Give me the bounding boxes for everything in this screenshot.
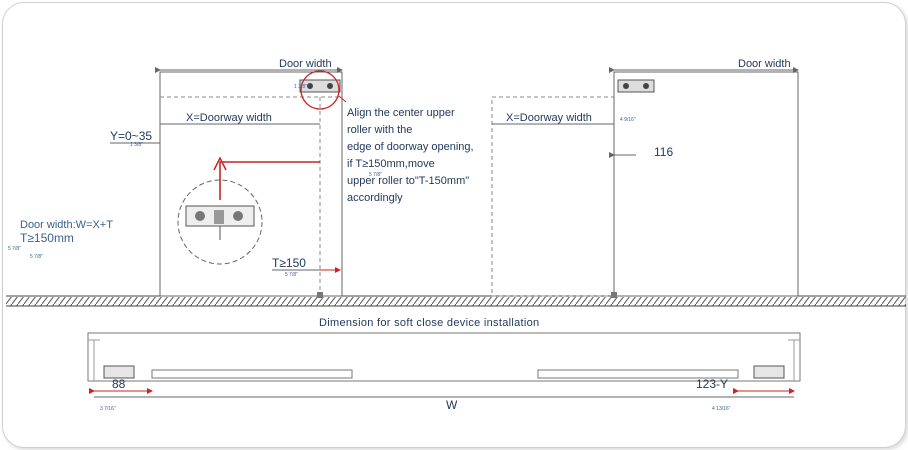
floor — [6, 295, 906, 307]
dim-88-small-label: 3 7/16" — [100, 406, 116, 412]
right-116-label: 116 — [654, 145, 673, 159]
align-note-line: accordingly — [347, 192, 403, 204]
doorway-width-label-left: X=Doorway width — [186, 112, 272, 124]
align-note-line: upper roller to"T-150mm" — [347, 175, 469, 187]
align-note-line: edge of doorway opening, — [347, 141, 474, 153]
align-note-line: Align the center upper — [347, 107, 455, 119]
t150-small-label: 5 7/8" — [285, 272, 298, 278]
t-ge-label: T≥150mm — [20, 231, 74, 245]
align-note: Align the center upper roller with the e… — [347, 107, 474, 204]
dim-w-label: W — [446, 398, 458, 412]
t150-label: T≥150 — [272, 256, 306, 270]
door-width-label-right: Door width — [738, 58, 791, 70]
dim-88-label: 88 — [112, 377, 126, 391]
y-label: Y=0~35 — [110, 129, 152, 143]
t-small-label-1: 5 7/8" — [8, 246, 21, 252]
dim-123-small-label: 4 13/16" — [712, 406, 731, 412]
align-note-line: if T≥150mm,move — [347, 158, 435, 170]
align-note-line: roller with the — [347, 124, 412, 136]
section-title: Dimension for soft close device installa… — [319, 317, 539, 329]
formula-label: Door width:W=X+T — [20, 219, 113, 231]
y-small-label: 1 3/8" — [130, 142, 143, 148]
dim-123-label: 123-Y — [696, 377, 728, 391]
dim-small-left-top: 1 3/8" — [294, 84, 307, 90]
soft-close-track — [87, 332, 801, 398]
align-small-label: 5 7/8" — [369, 172, 382, 178]
doorway-outline — [491, 96, 637, 297]
right-small-label: 4 9/16" — [620, 117, 636, 123]
t-small-label-2: 5 7/8" — [30, 254, 43, 260]
right-door — [609, 67, 799, 298]
doorway-width-label-right: X=Doorway width — [506, 112, 592, 124]
left-door — [110, 67, 347, 298]
door-width-label-left: Door width — [279, 58, 332, 70]
